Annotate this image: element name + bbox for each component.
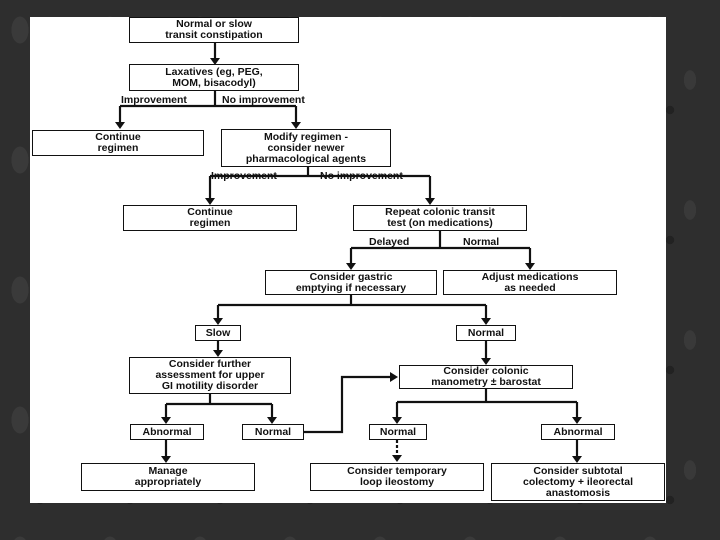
node-continue-regimen-2: Continue regimen [123, 205, 297, 231]
node-slow: Slow [195, 325, 241, 341]
arrowhead [425, 198, 435, 205]
arrowhead [213, 318, 223, 325]
edge-label-no-improvement-1: No improvement [222, 94, 305, 106]
node-manage-appropriately: Manage appropriately [81, 463, 255, 491]
arrowhead [346, 263, 356, 270]
arrowhead [115, 122, 125, 129]
node-laxatives: Laxatives (eg, PEG, MOM, bisacodyl) [129, 64, 299, 91]
arrowhead [291, 122, 301, 129]
arrowhead [481, 358, 491, 365]
edge-label-delayed: Delayed [369, 236, 410, 248]
arrowhead [213, 350, 223, 357]
slide-canvas [30, 17, 666, 503]
arrowhead [481, 318, 491, 325]
node-repeat-transit-test: Repeat colonic transit test (on medicati… [353, 205, 527, 231]
arrowhead [205, 198, 215, 205]
edge-label-no-improvement-2: No improvement [320, 170, 403, 182]
node-upper-gi-assessment: Consider further assessment for upper GI… [129, 357, 291, 394]
node-normal-manometry: Normal [369, 424, 427, 440]
arrowhead [161, 417, 171, 424]
node-subtotal-colectomy: Consider subtotal colectomy + ileorectal… [491, 463, 665, 501]
node-gastric-emptying: Consider gastric emptying if necessary [265, 270, 437, 295]
node-abnormal-upper-gi: Abnormal [130, 424, 204, 440]
node-adjust-medications: Adjust medications as needed [443, 270, 617, 295]
node-loop-ileostomy: Consider temporary loop ileostomy [310, 463, 484, 491]
node-colonic-manometry: Consider colonic manometry ± barostat [399, 365, 573, 389]
edge-label-normal-transit: Normal [463, 236, 500, 248]
connector [304, 375, 392, 434]
arrowhead [572, 417, 582, 424]
arrowhead [392, 417, 402, 424]
edge-label-improvement-1: Improvement [121, 94, 187, 106]
arrowhead [267, 417, 277, 424]
node-continue-regimen-1: Continue regimen [32, 130, 204, 156]
node-normal-upper-gi: Normal [242, 424, 304, 440]
edge-label-improvement-2: Improvement [211, 170, 277, 182]
node-modify-regimen: Modify regimen - consider newer pharmaco… [221, 129, 391, 167]
arrowhead [572, 456, 582, 463]
arrowhead [525, 263, 535, 270]
node-normal-transit: Normal [456, 325, 516, 341]
arrowhead [161, 456, 171, 463]
arrowhead [392, 455, 402, 462]
arrowhead [390, 372, 398, 382]
arrowhead [210, 58, 220, 65]
node-abnormal-manometry: Abnormal [541, 424, 615, 440]
node-start: Normal or slow transit constipation [129, 17, 299, 43]
